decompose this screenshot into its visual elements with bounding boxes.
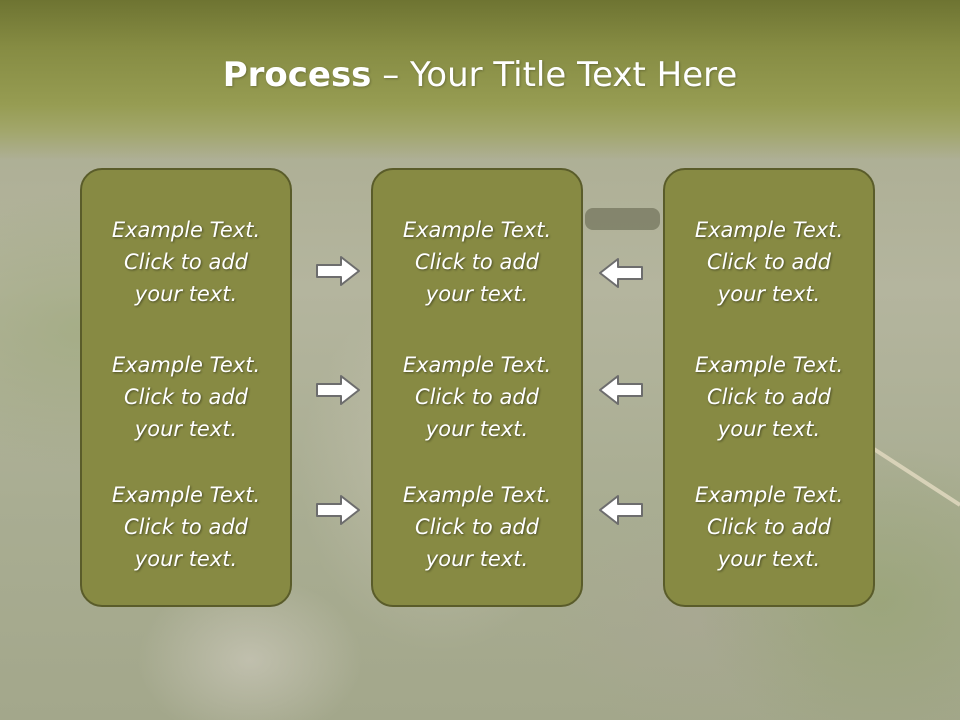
arrow-right-icon — [315, 493, 361, 527]
arrow-right-icon — [315, 254, 361, 288]
arrow-left-icon — [598, 373, 644, 407]
text-line: Example Text. — [402, 353, 552, 377]
title-rest: – Your Title Text Here — [371, 55, 738, 95]
text-line: Example Text. — [111, 483, 261, 507]
text-line: Example Text. — [694, 483, 844, 507]
arrow-left-icon — [598, 256, 644, 290]
text-block[interactable]: Example Text. Click to add your text. — [373, 479, 581, 575]
text-line: Click to add — [414, 515, 539, 539]
title-band — [0, 0, 960, 160]
text-line: your text. — [425, 547, 529, 571]
process-box-2[interactable]: Example Text. Click to add your text. Ex… — [371, 168, 583, 607]
process-box-3[interactable]: Example Text. Click to add your text. Ex… — [663, 168, 875, 607]
text-block[interactable]: Example Text. Click to add your text. — [82, 349, 290, 445]
text-line: Example Text. — [111, 353, 261, 377]
text-line: Click to add — [123, 385, 248, 409]
text-block[interactable]: Example Text. Click to add your text. — [665, 479, 873, 575]
text-line: Click to add — [123, 515, 248, 539]
text-block[interactable]: Example Text. Click to add your text. — [82, 214, 290, 310]
text-block[interactable]: Example Text. Click to add your text. — [665, 349, 873, 445]
text-line: Click to add — [414, 385, 539, 409]
text-line: Example Text. — [402, 483, 552, 507]
text-line: Example Text. — [402, 218, 552, 242]
text-line: Click to add — [706, 385, 831, 409]
text-line: Example Text. — [111, 218, 261, 242]
page-title[interactable]: Process – Your Title Text Here — [0, 52, 960, 98]
text-line: Click to add — [414, 250, 539, 274]
text-line: your text. — [134, 547, 238, 571]
text-line: your text. — [717, 547, 821, 571]
text-block[interactable]: Example Text. Click to add your text. — [665, 214, 873, 310]
text-line: your text. — [425, 417, 529, 441]
title-bold: Process — [222, 55, 372, 95]
text-line: Example Text. — [694, 353, 844, 377]
text-block[interactable]: Example Text. Click to add your text. — [82, 479, 290, 575]
process-box-1[interactable]: Example Text. Click to add your text. Ex… — [80, 168, 292, 607]
background-figure — [585, 208, 660, 230]
text-line: Click to add — [706, 250, 831, 274]
text-line: your text. — [717, 282, 821, 306]
text-line: Click to add — [123, 250, 248, 274]
arrow-right-icon — [315, 373, 361, 407]
text-block[interactable]: Example Text. Click to add your text. — [373, 349, 581, 445]
text-line: Example Text. — [694, 218, 844, 242]
text-line: your text. — [134, 417, 238, 441]
text-line: Click to add — [706, 515, 831, 539]
text-block[interactable]: Example Text. Click to add your text. — [373, 214, 581, 310]
arrow-left-icon — [598, 493, 644, 527]
background-rope — [860, 438, 960, 507]
text-line: your text. — [717, 417, 821, 441]
text-line: your text. — [134, 282, 238, 306]
text-line: your text. — [425, 282, 529, 306]
